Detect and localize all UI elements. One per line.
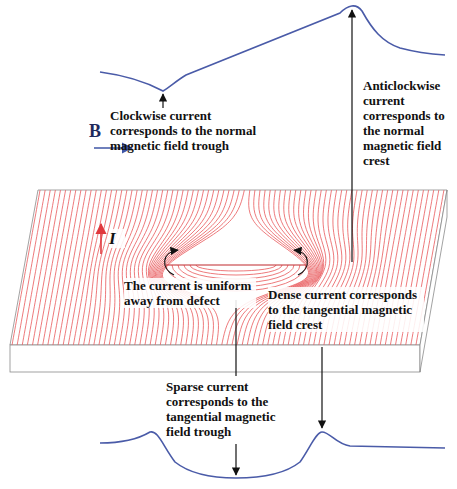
current-line (38, 190, 66, 345)
leader-arrow (162, 94, 163, 108)
plate-top (10, 190, 447, 345)
annotation: Anticlockwise current corresponds to the… (363, 78, 457, 168)
current-line (17, 190, 45, 345)
current-line (162, 190, 244, 345)
current-line (12, 190, 40, 345)
leader-line (235, 300, 236, 376)
crack-loop (190, 265, 282, 275)
annotation: Dense current corresponds to the tangent… (268, 287, 424, 332)
crack-loop (196, 265, 276, 271)
current-arrow (100, 224, 102, 254)
anticlockwise-arrow (294, 250, 307, 275)
clockwise-arrow (165, 250, 178, 275)
current-line (53, 190, 81, 345)
crack-mouth (166, 264, 306, 265)
current-line (22, 190, 50, 345)
current-line (157, 190, 219, 345)
current-line (43, 190, 71, 345)
current-line (27, 190, 55, 345)
current-line (58, 190, 86, 345)
current-lines (12, 190, 444, 345)
leader-arrow (235, 444, 236, 475)
annotation: The current is uniform away from defect (124, 278, 256, 308)
crack-loop (184, 265, 288, 279)
annotation: Sparse current corresponds to the tangen… (166, 379, 288, 439)
plate-front (10, 345, 420, 372)
leader-arrow (351, 10, 352, 262)
leader-arrow (321, 347, 322, 428)
current-line (32, 190, 60, 345)
annotation: Clockwise current corresponds to the nor… (110, 108, 260, 153)
field-symbol: B (89, 121, 111, 141)
current-line (48, 190, 76, 345)
current-symbol: I (109, 229, 125, 248)
current-line (160, 190, 234, 345)
